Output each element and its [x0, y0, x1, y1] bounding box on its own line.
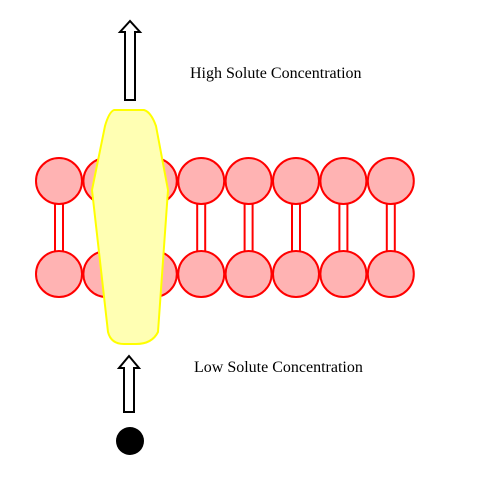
high-concentration-label: High Solute Concentration: [190, 65, 362, 82]
phospholipid-head: [224, 250, 273, 298]
phospholipid-head: [366, 250, 415, 298]
phospholipid-head: [177, 250, 226, 298]
low-concentration-label: Low Solute Concentration: [194, 359, 363, 376]
phospholipid-head: [224, 157, 273, 205]
phospholipid-head: [366, 157, 415, 205]
phospholipid-head: [35, 250, 83, 298]
up-arrow-exit: [117, 19, 143, 101]
up-arrow-entry: [116, 354, 142, 413]
solute-particle-icon: [116, 427, 144, 455]
phospholipid-head: [272, 250, 320, 298]
inner-lipid-layer: [35, 250, 415, 298]
phospholipid-head: [177, 157, 226, 205]
transport-protein: [90, 109, 170, 345]
phospholipid-head: [319, 157, 368, 205]
phospholipid-head: [272, 157, 320, 205]
phospholipid-head: [35, 157, 83, 205]
phospholipid-head: [319, 250, 368, 298]
